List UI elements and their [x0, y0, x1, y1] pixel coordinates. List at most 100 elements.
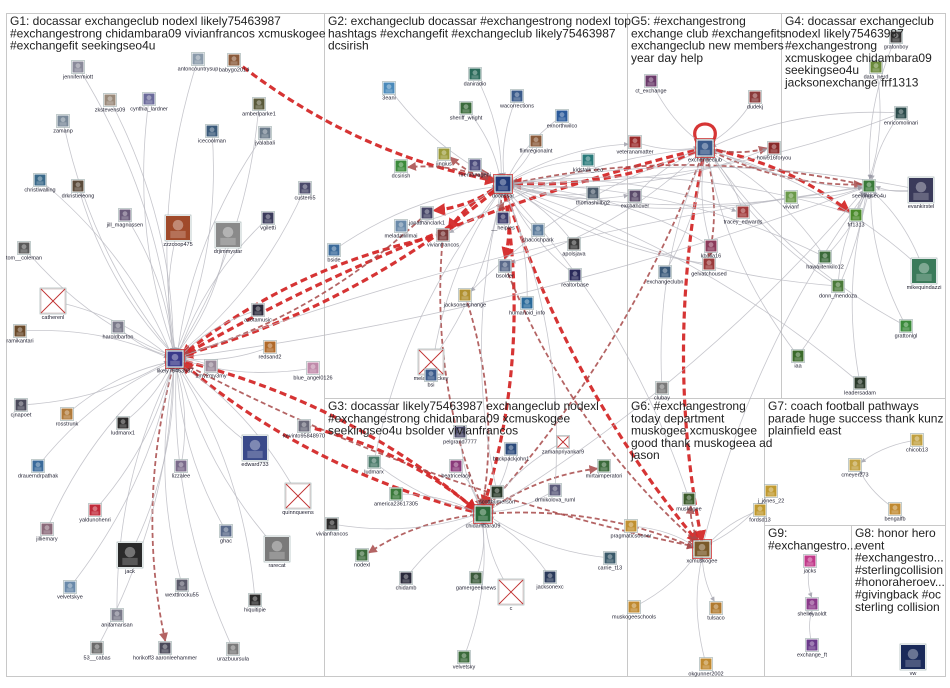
node-enricomolinari[interactable]: enricomolinari: [884, 106, 918, 127]
node-cjnapoet[interactable]: cjnapoet: [11, 398, 32, 419]
node-thomashillbg2[interactable]: thomashillbg2: [576, 186, 610, 207]
node-cmeyer[interactable]: cmeyer273: [841, 458, 869, 479]
node-dcsirish[interactable]: dcsirish: [392, 159, 411, 180]
node-azotamusic[interactable]: azotamusic: [244, 303, 272, 324]
node-zzzcoop475[interactable]: zzzcoop475: [163, 214, 193, 248]
node-kevinto[interactable]: kevinto95848970: [283, 419, 325, 440]
node-clubay[interactable]: clubay: [654, 381, 670, 402]
node-fordsd13[interactable]: fordsd13: [749, 503, 771, 524]
node-sheriff_wright[interactable]: sheriff_wright: [450, 101, 483, 122]
node-data_nerd[interactable]: data_nerd: [864, 60, 889, 81]
node-kbolia16[interactable]: kbolia16: [701, 239, 722, 260]
node-vw[interactable]: vw: [899, 643, 927, 677]
node-horikoff3[interactable]: horikoff3 aaronleehammer: [133, 641, 197, 662]
node-c_broken[interactable]: c: [497, 578, 525, 612]
node-vivianfrancos2[interactable]: vivianfrancos: [316, 517, 348, 538]
node-bsi[interactable]: bsi: [424, 368, 438, 389]
node-veteranmatter[interactable]: veteranamatter: [617, 135, 654, 156]
node-ramikantari[interactable]: ramikantari: [6, 324, 34, 345]
node-jonathanclark[interactable]: jonathanclark1: [408, 206, 445, 227]
node-nodexl[interactable]: nodexl: [354, 548, 370, 569]
node-muskogeeschools[interactable]: muskogeeschools: [612, 600, 656, 621]
node-xcmuskogee[interactable]: xcmuskogee: [687, 539, 718, 565]
node-beatricelacy[interactable]: beatricelacy: [441, 459, 471, 480]
node-drkristieleong[interactable]: drkristieleong: [62, 179, 95, 200]
node-pelgrand7777[interactable]: pelgrand7777: [443, 425, 477, 446]
node-jack_g9[interactable]: jacks: [803, 554, 817, 575]
node-bsolder[interactable]: bsolder: [496, 259, 514, 280]
node-velvetsky2[interactable]: velvetsky: [453, 650, 476, 671]
node-frf1313[interactable]: frf1313: [847, 208, 865, 229]
node-ct_exchange[interactable]: ct_exchange: [635, 74, 667, 95]
node-wexttlrocku55[interactable]: wexttlrocku55: [164, 578, 199, 599]
node-iaa[interactable]: iaa: [791, 349, 805, 370]
node-mikequindazzi[interactable]: mikequindazzi: [907, 257, 942, 291]
node-blue_angel0126[interactable]: blue_angel0126: [293, 361, 333, 382]
node-catherenl[interactable]: catherenl: [39, 287, 67, 321]
node-tracey_edwards[interactable]: tracey_edwards: [724, 205, 763, 226]
node-rarecat[interactable]: rarecat: [263, 535, 291, 569]
node-3eani[interactable]: 3eani: [382, 81, 396, 102]
node-velvetsky[interactable]: velvetskye: [57, 580, 83, 601]
node-drjimmystar[interactable]: drjimmystar: [214, 221, 243, 255]
node-realtorbase[interactable]: realtorbase: [561, 268, 589, 289]
node-zkstevens09[interactable]: zkstevens09: [95, 93, 126, 114]
node-lizzalee[interactable]: lizzalee: [172, 459, 190, 480]
node-icecoolman[interactable]: icecoolman: [198, 124, 226, 145]
node-haroldbarton[interactable]: haroldbarton: [103, 320, 134, 341]
node-chidambara09[interactable]: chidambara09: [466, 504, 501, 530]
node-muskogee[interactable]: muskogee: [676, 492, 702, 513]
node-wacorrections[interactable]: wacorrections: [499, 89, 534, 110]
node-scotthumerson[interactable]: scotthumerson: [479, 485, 515, 506]
node-apolsjava[interactable]: apolsjava: [562, 237, 587, 258]
node-likely75463987[interactable]: likely75463987: [157, 349, 194, 375]
node-docassar[interactable]: docassar: [492, 174, 514, 200]
node-chicob[interactable]: chicob13: [906, 433, 928, 454]
node-peterboy[interactable]: gratonboy: [884, 30, 909, 51]
node-ghac[interactable]: ghac: [219, 524, 233, 545]
node-tulsaco[interactable]: tulsaco: [707, 601, 725, 622]
node-jennifermiott[interactable]: jennifermiott: [62, 60, 93, 81]
node-hiquitipie[interactable]: hiquitipie: [244, 593, 266, 614]
node-vgiletti[interactable]: vgiletti: [260, 211, 276, 232]
node-redsand2[interactable]: redsand2: [259, 340, 282, 361]
node-chacochpark[interactable]: chacochpark: [522, 223, 554, 244]
node-carrie_t13[interactable]: carrie_t13: [598, 551, 622, 572]
node-zamanp[interactable]: zamanp: [53, 114, 73, 135]
node-gelvatchoused[interactable]: gelvatchoused: [691, 257, 727, 278]
node-quinnqueens[interactable]: quinnqueens: [282, 482, 314, 516]
node-daniradio[interactable]: daniradio: [464, 67, 487, 88]
node-chidamb[interactable]: chidamb: [396, 571, 417, 592]
node-flimregionalnt[interactable]: flimregionalnt: [520, 134, 553, 155]
node-jingius[interactable]: jingius: [435, 147, 452, 168]
node-jill_magnussen[interactable]: jill_magnussen: [106, 208, 143, 229]
node-cynthia[interactable]: cynthia_lardner: [130, 92, 168, 113]
node-america23617305[interactable]: america23617305: [374, 487, 418, 508]
node-anitamarisan[interactable]: anitamarisan: [101, 608, 133, 629]
node-custer65[interactable]: custer65: [294, 181, 316, 202]
node-okgunner[interactable]: okgunner2002: [688, 657, 724, 678]
node-antoncountry[interactable]: antoncountrysup: [178, 52, 219, 73]
node-bengalfe[interactable]: bengalfb: [884, 502, 906, 523]
node-jvalabali[interactable]: jvalabali: [254, 126, 275, 147]
node-grattonlg[interactable]: grattonlgl: [895, 319, 918, 340]
node-exchanover[interactable]: exchanover: [621, 189, 650, 210]
node-dudekj[interactable]: dudekj: [747, 90, 763, 111]
node-vivian_g[interactable]: vivianf: [783, 190, 799, 211]
node-amberlparke[interactable]: amberlparke1: [242, 97, 276, 118]
node-firemanageni[interactable]: firemanageni: [459, 158, 491, 179]
node-donn_mendoza[interactable]: donn_mendoza: [819, 279, 858, 300]
node-leadersadam[interactable]: leadersadam: [844, 376, 876, 397]
node-mirtaimperatori[interactable]: mirtaimperatori: [586, 459, 623, 480]
node-babygo2014[interactable]: babygo2014: [219, 53, 249, 74]
node-drauerndrpathak[interactable]: drauerndrpathak: [18, 459, 59, 480]
node-jacksonexchange[interactable]: jacksonexchange: [443, 288, 487, 309]
node-ludmarx[interactable]: ludmarx: [364, 455, 384, 476]
node-1my2my3my[interactable]: 1my2my3my: [195, 359, 227, 380]
node-exchange_ft[interactable]: exchange_ft: [797, 638, 827, 659]
node-drmikolova[interactable]: drmikolova_ruml: [535, 483, 575, 504]
node-vivianfrancos[interactable]: vivianfrancos: [427, 228, 459, 249]
node-53_cabas[interactable]: 53__cabas: [84, 641, 111, 662]
node-heiples[interactable]: __heiples: [490, 211, 515, 232]
node-exchangeclubn[interactable]: exchangeclubn: [646, 265, 684, 286]
